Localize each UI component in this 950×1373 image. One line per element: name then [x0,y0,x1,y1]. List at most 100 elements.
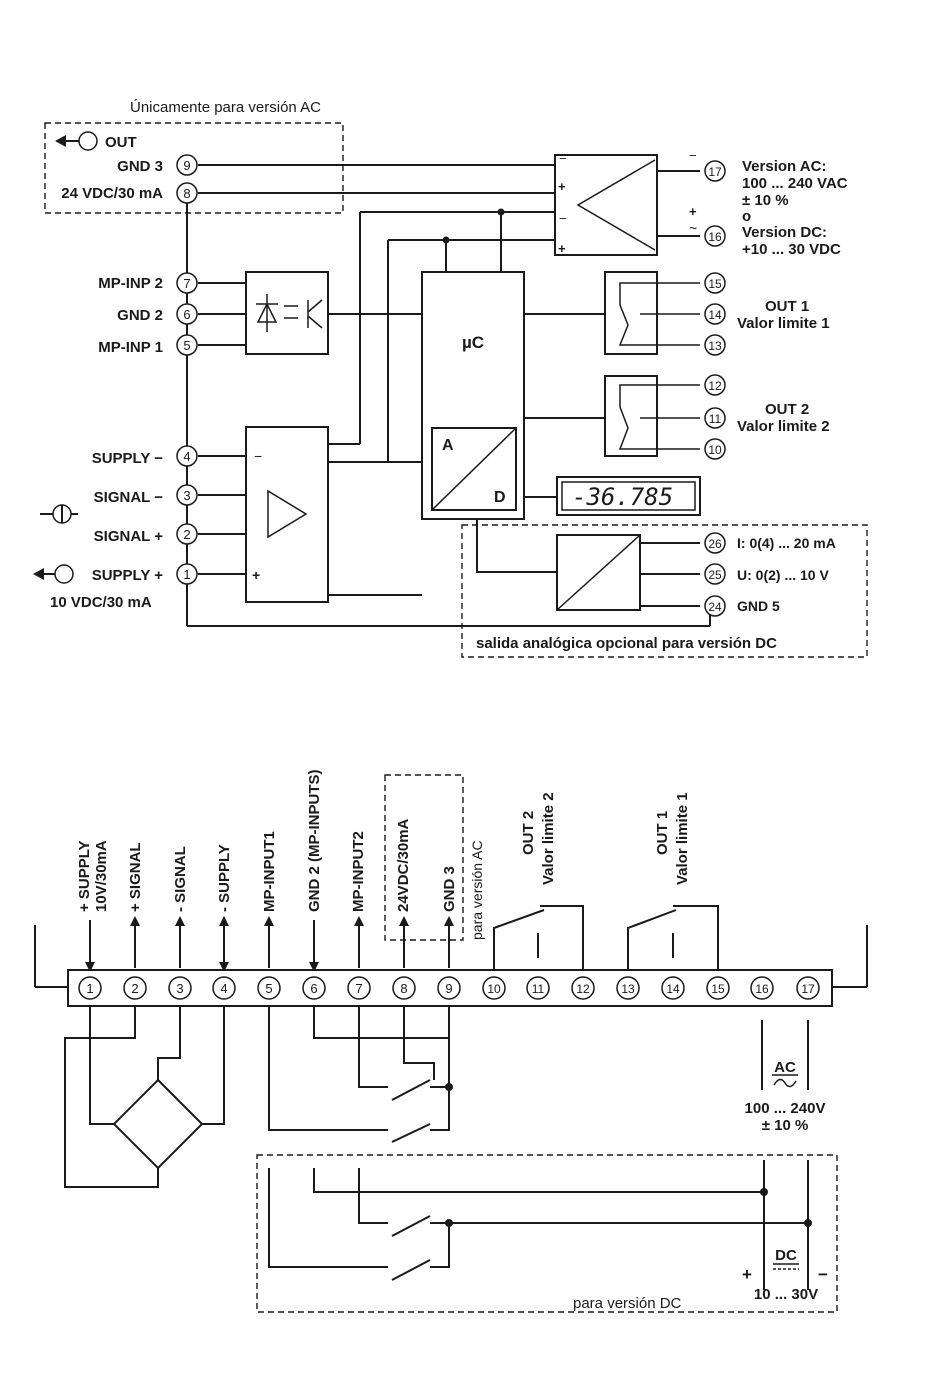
svg-text:7: 7 [355,981,362,996]
strip-terminal-2: 2 [123,976,147,1000]
ac-version-dashed-box [384,774,464,941]
version-dc-label: Version DC: [742,224,827,241]
terminal-10: 10 [704,438,726,460]
svg-text:−: − [689,148,697,163]
svg-text:5: 5 [265,981,272,996]
optocoupler-box [245,271,329,355]
t5-label: MP-INPUT1 [261,831,278,912]
svg-text:13: 13 [621,982,635,996]
signal-minus-label: SIGNAL − [94,489,164,506]
analog-output-dashed-box [461,524,868,658]
strip-terminal-6: 6 [302,976,326,1000]
strip-terminal-14: 14 [661,976,685,1000]
display-box [556,476,701,516]
svg-text:2: 2 [131,981,138,996]
terminal-12: 12 [704,374,726,396]
power-supply-box [554,154,658,256]
amplifier-box [245,426,329,603]
svg-text:5: 5 [183,338,190,353]
terminal-15: 15 [704,272,726,294]
svg-text:10: 10 [487,982,501,996]
strip-terminal-5: 5 [257,976,281,1000]
supply-source-icon [54,564,74,584]
terminal-1: 1 [176,563,198,585]
terminal-9: 9 [176,154,198,176]
svg-text:12: 12 [576,982,590,996]
vdc24-label: 24 VDC/30 mA [61,185,163,202]
or-label: o [742,208,751,225]
out1-label: OUT 1 [765,298,809,315]
strip-terminal-17: 17 [796,976,820,1000]
svg-text:−: − [559,211,567,226]
dc-version-label: para versión DC [573,1295,682,1312]
gnd5-label: GND 5 [737,598,780,614]
svg-text:3: 3 [183,488,190,503]
supply-plus-label: SUPPLY + [92,567,164,584]
out2-label: OUT 2 [765,401,809,418]
svg-text:3: 3 [176,981,183,996]
u-out-label: U: 0(2) ... 10 V [737,567,829,583]
strip-terminal-8: 8 [392,976,416,1000]
dc-label: DC [775,1247,797,1264]
strip-terminal-7: 7 [347,976,371,1000]
strip-terminal-11: 11 [526,976,550,1000]
mp-inp2-label: MP-INP 2 [98,275,163,292]
svg-text:10: 10 [708,443,722,457]
gnd3-label: GND 3 [117,158,163,175]
t1-label-b: 10V/30mA [93,840,110,912]
svg-text:2: 2 [183,527,190,542]
strip-terminal-4: 4 [212,976,236,1000]
svg-text:6: 6 [183,307,190,322]
terminal-5: 5 [176,334,198,356]
optocoupler-icon [256,294,323,332]
valor1-label: Valor limite 1 [737,315,830,332]
ad-d-label: D [494,489,506,506]
terminal-7: 7 [176,272,198,294]
valor1-rot-label: Valor limite 1 [674,792,691,885]
relay2-box [604,375,658,457]
svg-text:1: 1 [86,981,93,996]
svg-text:17: 17 [801,982,815,996]
svg-text:1: 1 [183,567,190,582]
dc-minus: − [818,1265,828,1284]
svg-text:7: 7 [183,276,190,291]
strip-terminal-3: 3 [168,976,192,1000]
analog-note: salida analógica opcional para versión D… [476,635,777,652]
bridge-sensor-icon [112,1078,204,1170]
svg-text:15: 15 [711,982,725,996]
version-ac-label: Version AC: [742,158,826,175]
valor2-rot-label: Valor limite 2 [540,792,557,885]
gnd2-label: GND 2 [117,307,163,324]
strip-terminal-13: 13 [616,976,640,1000]
t2-label: + SIGNAL [127,842,144,912]
strip-terminal-10: 10 [482,976,506,1000]
svg-text:12: 12 [708,379,722,393]
svg-text:16: 16 [755,982,769,996]
terminal-25: 25 [704,563,726,585]
uc-label: µC [462,333,484,352]
strip-terminal-16: 16 [750,976,774,1000]
dc-plus: + [742,1265,752,1284]
ad-a-label: A [442,437,454,454]
svg-text:17: 17 [708,165,722,179]
terminal-6: 6 [176,303,198,325]
ac-range-label: 100 ... 240 VAC [742,175,848,192]
ac-only-dashed-box [44,122,344,214]
ac-wave-icon [773,1078,797,1088]
terminal-26: 26 [704,532,726,554]
svg-text:9: 9 [183,158,190,173]
svg-text:6: 6 [310,981,317,996]
terminal-24: 24 [704,595,726,617]
t1-label-a: + SUPPLY [76,840,93,912]
out1-rot-label: OUT 1 [654,811,671,855]
terminal-2: 2 [176,523,198,545]
terminal-8: 8 [176,182,198,204]
svg-text:8: 8 [183,186,190,201]
display-value: -36.785 [572,483,673,511]
svg-text:4: 4 [183,449,190,464]
relay1-box [604,271,658,355]
out-label: OUT [105,134,137,151]
ac-only-label: Únicamente para versión AC [130,99,321,116]
strip-terminal-1: 1 [78,976,102,1000]
svg-text:24: 24 [708,600,722,614]
